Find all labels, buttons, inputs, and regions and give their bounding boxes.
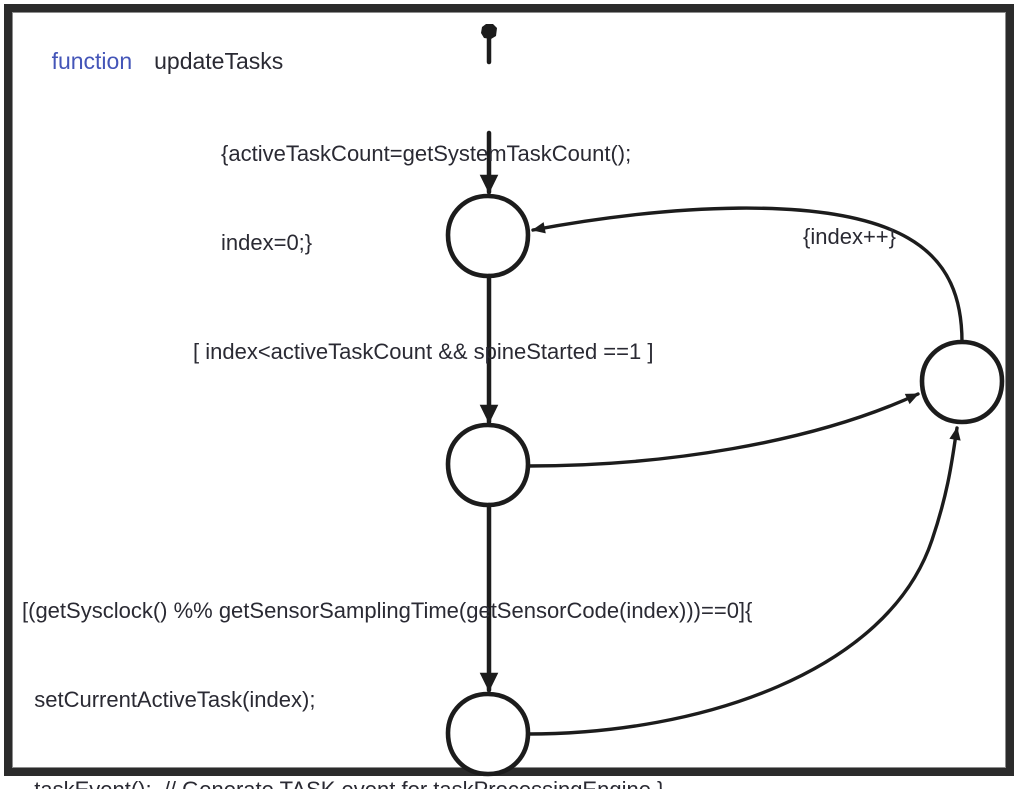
state-body-done	[445, 691, 531, 777]
diagram-title: function updateTasks	[26, 15, 284, 108]
initial-node	[481, 24, 497, 65]
state-guard-passed	[445, 422, 531, 508]
entry-action-label: {activeTaskCount=getSystemTaskCount(); i…	[221, 80, 631, 318]
body-action-line-1: [(getSysclock() %% getSensorSamplingTime…	[22, 598, 753, 624]
edge-merge-to-loop-head	[531, 206, 964, 344]
body-action-line-3: taskEvent(); // Generate TASK event for …	[22, 776, 665, 789]
edge-body-done-to-merge	[526, 426, 961, 736]
entry-action-line-2: index=0;}	[221, 230, 313, 256]
title-keyword: function	[51, 48, 133, 75]
edge-guard-passed-to-merge	[526, 392, 920, 468]
entry-action-line-1: {activeTaskCount=getSystemTaskCount();	[221, 141, 632, 167]
title-name: updateTasks	[154, 48, 284, 75]
body-action-label: [(getSysclock() %% getSensorSamplingTime…	[22, 537, 752, 789]
increment-action-label: {index++}	[803, 224, 896, 249]
loop-guard-label: [ index<activeTaskCount && spineStarted …	[193, 339, 654, 364]
state-merge	[919, 339, 1005, 425]
body-action-line-2: setCurrentActiveTask(index);	[22, 687, 316, 713]
